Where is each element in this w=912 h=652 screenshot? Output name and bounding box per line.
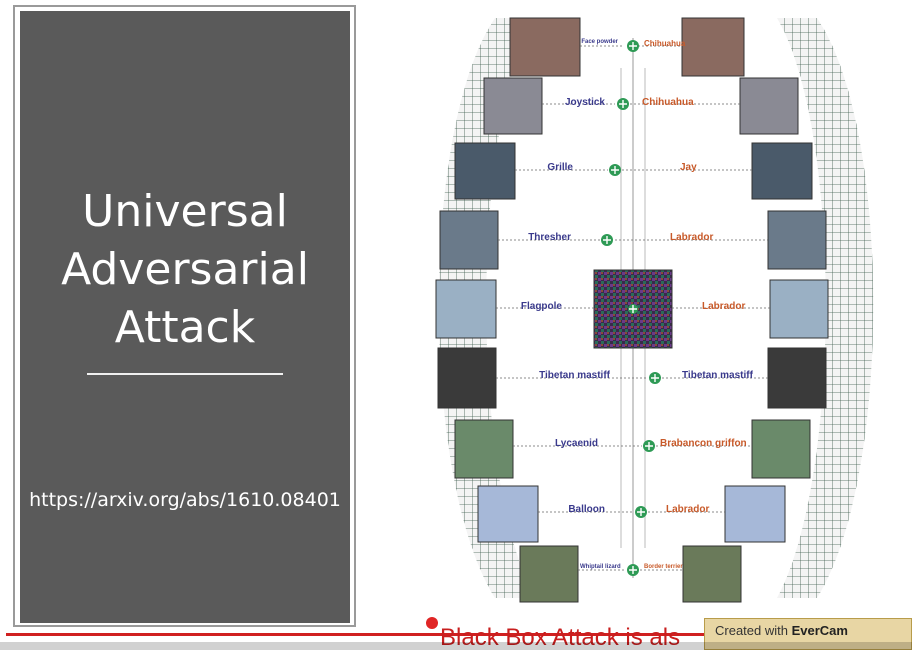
label-adversarial-5: Labrador [702,301,746,312]
slide-title: Universal Adversarial Attack [20,183,350,357]
label-adversarial-8: Labrador [666,504,710,515]
thumb-right-9 [682,545,742,603]
thumb-left-4 [439,210,499,270]
label-original-8: Balloon [568,504,605,515]
title-line-1: Universal [82,186,288,237]
label-original-5: Flagpole [520,301,562,312]
watermark-brand: EverCam [791,623,848,638]
label-adversarial-3: Jay [680,162,697,173]
adversarial-diagram: Face powder Chihuahua Joystick Chihuahua… [400,8,912,608]
thumb-right-7 [751,419,811,479]
evercam-watermark: Created with EverCam [704,618,912,650]
label-original-4: Thresher [528,232,571,243]
title-line-3: Attack [114,302,256,353]
thumb-right-1 [681,17,745,77]
watermark-prefix: Created with [715,623,792,638]
thumb-right-8 [724,485,786,543]
right-image-stack [777,18,874,598]
player-controls[interactable] [0,642,912,650]
thumb-left-6 [437,347,497,409]
label-original-1: Face powder [581,39,618,45]
thumb-right-3 [751,142,813,200]
title-panel: Universal Adversarial Attack https://arx… [20,11,350,623]
title-divider [87,373,283,375]
thumb-left-8 [477,485,539,543]
thumb-left-2 [483,77,543,135]
video-caption: Black Box Attack is als [440,624,681,651]
thumb-left-1 [509,17,581,77]
label-original-2: Joystick [564,97,605,108]
thumb-left-5 [435,279,497,339]
label-adversarial-6: Tibetan mastiff [682,370,753,381]
label-original-3: Grille [547,162,573,173]
label-adversarial-4: Labrador [670,232,714,243]
progress-scrubber[interactable] [426,617,438,629]
title-line-2: Adversarial [61,244,309,295]
label-original-6: Tibetan mastiff [539,370,610,381]
thumb-left-3 [454,142,516,200]
thumb-left-9 [519,545,579,603]
label-adversarial-9: Border terrier [644,564,683,570]
paper-url: https://arxiv.org/abs/1610.08401 [29,489,341,511]
thumb-right-5 [769,279,829,339]
label-original-9: Whiptail lizard [580,564,621,570]
label-original-7: Lycaenid [555,438,598,449]
video-progress-bar[interactable] [6,633,912,636]
thumb-right-4 [767,210,827,270]
label-adversarial-7: Brabancon griffon [660,438,747,449]
thumb-left-7 [454,419,514,479]
label-adversarial-2: Chihuahua [642,97,694,108]
thumb-right-6 [767,347,827,409]
diagram-graphic [435,17,874,603]
label-adversarial-1: Chihuahua [644,39,686,48]
thumb-right-2 [739,77,799,135]
